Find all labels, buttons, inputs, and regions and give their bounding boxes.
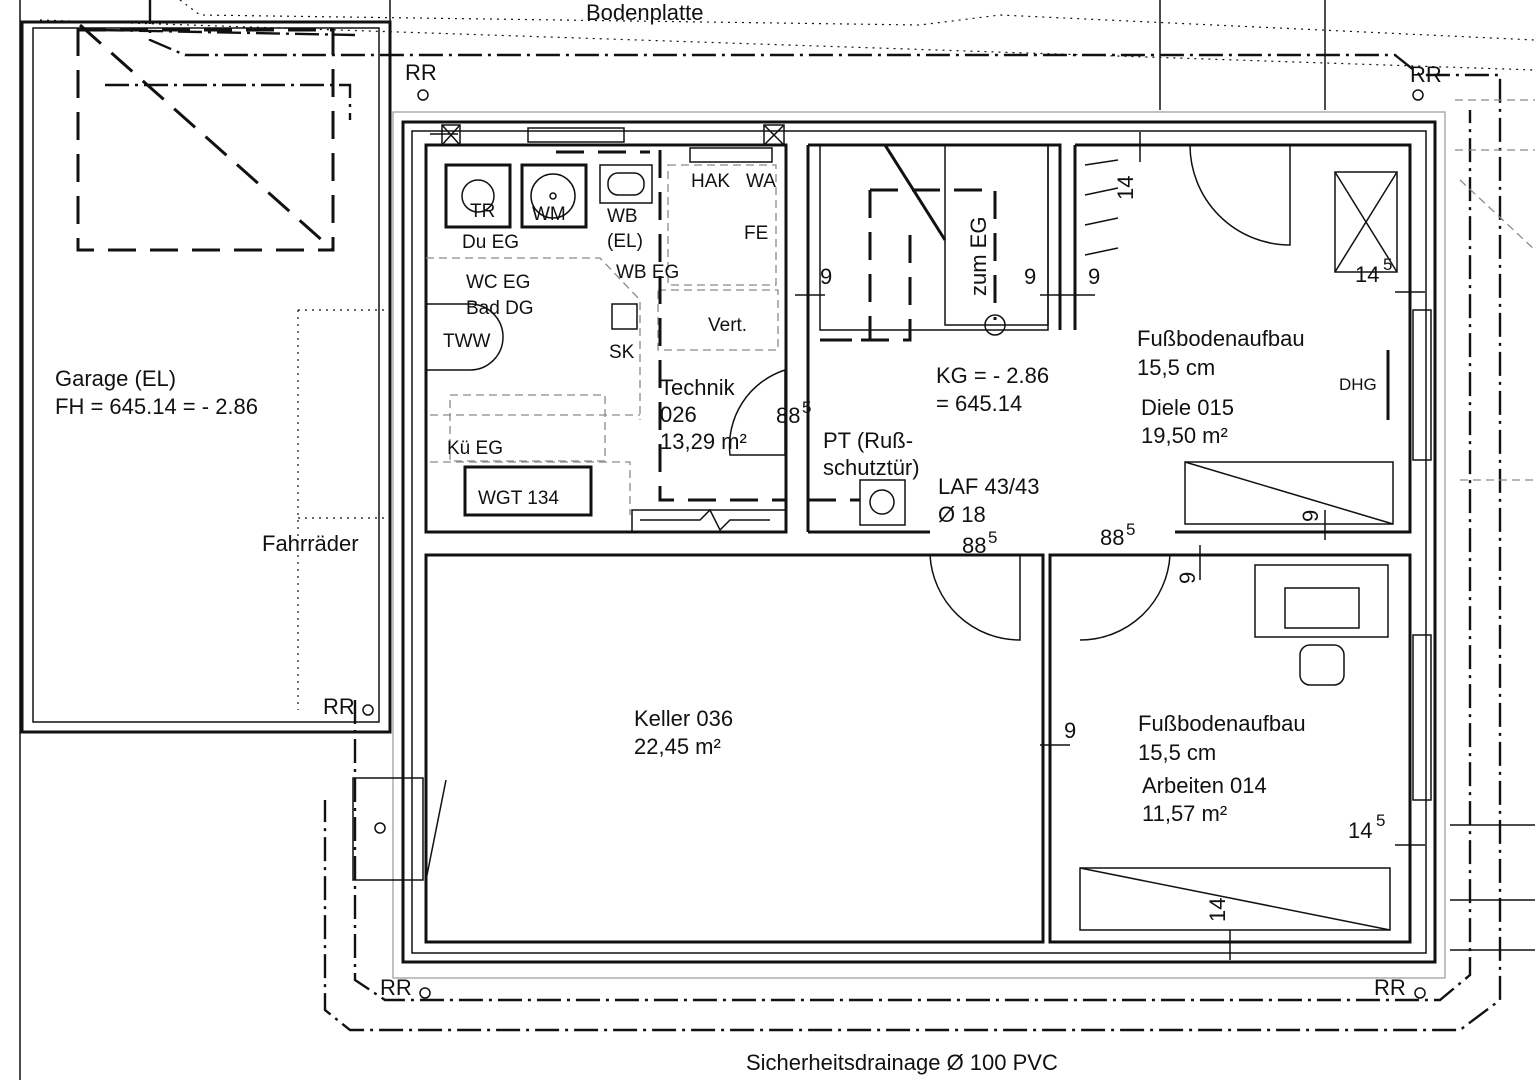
water-tank [463,465,593,517]
diele-room [1075,143,1412,534]
pt-line1: PT (Ruß- [823,428,913,453]
dim-9: 9 [1064,718,1076,743]
wb-eg-label: WB EG [616,262,679,283]
sk-label: SK [609,342,635,363]
dim-9: 9 [820,264,832,289]
washbasin [599,164,653,204]
laf-line2: Ø 18 [938,502,986,527]
wgt-label: WGT 134 [478,488,559,509]
rr-label: RR [405,60,437,85]
keller-area: 22,45 m² [634,734,721,759]
rr-label: RR [1410,62,1442,87]
technik-door [728,369,786,456]
bad-dg-label: Bad DG [466,298,534,319]
arbeiten-area: 11,57 m² [1142,801,1227,826]
technik-room [424,143,788,534]
technik-area: 13,29 m² [660,429,747,454]
keller-room [424,553,1045,944]
rr-label: RR [1374,975,1406,1000]
wc-eg-label: WC EG [466,272,530,293]
garage-outline [20,20,392,734]
arbeiten-room [1048,553,1412,944]
dim-9: 9 [1298,510,1323,522]
stair-label: zum EG [966,217,991,296]
diele-name: Diele 015 [1141,395,1234,420]
dim-sup: 5 [1383,255,1392,274]
tr-label: TR [470,201,495,222]
dim-sup: 5 [1126,520,1135,539]
dryer [444,163,512,229]
wb-el-label: (EL) [607,231,643,252]
garage-bikes: Fahrräder [262,531,359,556]
wb-label: WB [607,206,638,227]
fe-label: FE [744,223,768,244]
diele-door [1189,144,1291,246]
level-kg: KG = - 2.86 [936,363,1049,388]
dim-14: 14 [1113,176,1138,200]
rr-label: RR [323,694,355,719]
washing-machine [520,163,588,229]
wa-label: WA [746,171,776,192]
drainage-label: Sicherheitsdrainage Ø 100 PVC [746,1050,1058,1075]
dim-88: 88 [962,533,986,558]
arbeiten-name: Arbeiten 014 [1142,773,1267,798]
laf-line1: LAF 43/43 [938,474,1040,499]
technik-name: Technik [660,375,736,400]
chimney [859,479,906,526]
diele-floor-1: Fußbodenaufbau [1137,326,1305,351]
diele-area: 19,50 m² [1141,423,1228,448]
wm-label: WM [532,204,566,225]
vert-label: Vert. [708,315,747,336]
wardrobe-top [1334,171,1398,273]
stair [944,144,1049,326]
dim-9: 9 [1175,572,1200,584]
dim-sup: 5 [1376,811,1385,830]
arbeiten-floor-2: 15,5 cm [1138,740,1216,765]
keller-name: Keller 036 [634,706,733,731]
tww-label: TWW [443,331,491,352]
dim-14: 14 [1355,262,1379,287]
dim-88: 88 [776,403,800,428]
shelf [1079,867,1391,931]
bodenplatte-label: Bodenplatte [586,0,703,25]
technik-number: 026 [660,402,697,427]
dim-88: 88 [1100,525,1124,550]
house-outer-wall [401,120,1437,964]
garage-dashed-area [76,28,335,252]
stair-wall [808,143,1062,330]
dim-sup: 5 [988,528,997,547]
garage-fh: FH = 645.14 = - 2.86 [55,394,258,419]
arbeiten-door [1079,554,1171,641]
wardrobe-bottom [1184,461,1394,525]
diele-floor-2: 15,5 cm [1137,355,1215,380]
rr-label: RR [380,975,412,1000]
du-eg-label: Du EG [462,232,519,253]
keller-door [929,554,1021,641]
hak-label: HAK [691,171,730,192]
house-foundation [392,111,1446,979]
level-abs: = 645.14 [936,391,1022,416]
dim-14: 14 [1205,898,1230,922]
desk [1254,564,1389,638]
arbeiten-floor-1: Fußbodenaufbau [1138,711,1306,736]
garage-name: Garage (EL) [55,366,176,391]
dim-sup: 5 [802,398,811,417]
chair [1299,644,1345,686]
dim-9: 9 [1088,264,1100,289]
dhg-label: DHG [1339,375,1377,394]
light-well [352,777,424,881]
pt-line2: schutztür) [823,455,920,480]
ku-eg-label: Kü EG [447,438,503,459]
dim-14: 14 [1348,818,1372,843]
dim-9: 9 [1024,264,1036,289]
